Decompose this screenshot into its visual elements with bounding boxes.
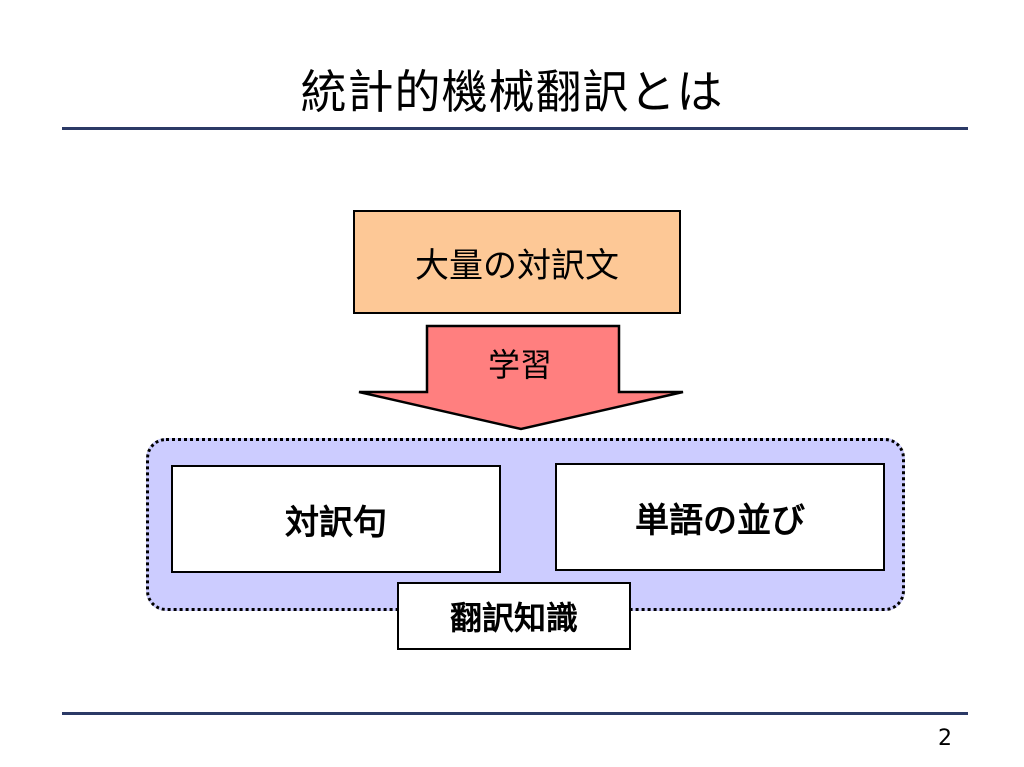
title-underline	[62, 127, 968, 130]
slide-title: 統計的機械翻訳とは	[300, 65, 724, 119]
footer-rule	[62, 712, 968, 715]
page-number: 2	[938, 726, 952, 751]
knowledge-item-phrase-pairs: 対訳句	[171, 465, 501, 573]
knowledge-item-word-order: 単語の並び	[555, 463, 885, 571]
down-arrow	[358, 324, 684, 431]
knowledge-item-label: 単語の並び	[635, 500, 805, 541]
down-arrow-shape	[358, 324, 684, 431]
knowledge-item-label: 対訳句	[285, 502, 387, 543]
knowledge-panel-label-text: 翻訳知識	[449, 599, 578, 637]
knowledge-panel-label: 翻訳知識	[397, 582, 631, 650]
source-node: 大量の対訳文	[353, 210, 681, 314]
arrow-label: 学習	[487, 346, 552, 384]
source-node-label: 大量の対訳文	[415, 245, 619, 286]
